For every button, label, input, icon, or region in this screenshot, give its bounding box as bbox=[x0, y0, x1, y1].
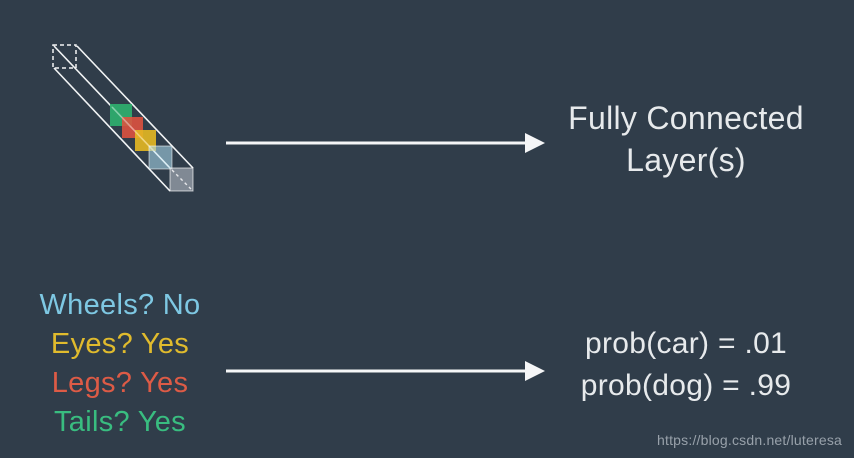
arrow-to-fully-connected bbox=[226, 133, 545, 153]
prob-dog: prob(dog) = .99 bbox=[580, 369, 792, 402]
question-wheels: Wheels? No bbox=[39, 289, 201, 321]
prism-bottom-edge bbox=[53, 67, 171, 192]
question-eyes: Eyes? Yes bbox=[50, 328, 190, 360]
prob-car: prob(car) = .01 bbox=[584, 327, 788, 360]
probability-output: prob(car) = .01 prob(dog) = .99 bbox=[543, 323, 829, 407]
arrow-to-probabilities bbox=[226, 361, 545, 381]
feature-maps-prism-diagram bbox=[52, 44, 194, 192]
prism-top-edge bbox=[76, 45, 194, 169]
fully-connected-label: Fully Connected Layer(s) bbox=[540, 97, 832, 181]
arrow-head-icon bbox=[525, 361, 545, 381]
feature-map-blue bbox=[148, 145, 173, 170]
question-legs: Legs? Yes bbox=[51, 367, 189, 399]
fully-connected-line2: Layer(s) bbox=[626, 142, 746, 178]
prism-hidden-edge-dashed bbox=[171, 169, 192, 190]
fully-connected-line1: Fully Connected bbox=[568, 100, 804, 136]
feature-questions-list: Wheels? No Eyes? Yes Legs? Yes Tails? Ye… bbox=[20, 286, 220, 442]
arrow-head-icon bbox=[525, 133, 545, 153]
prism-back-face-dashed bbox=[52, 44, 77, 69]
question-tails: Tails? Yes bbox=[54, 406, 186, 438]
watermark-url: https://blog.csdn.net/luteresa bbox=[657, 432, 842, 448]
prism-middle-edge-overlay bbox=[111, 106, 170, 168]
